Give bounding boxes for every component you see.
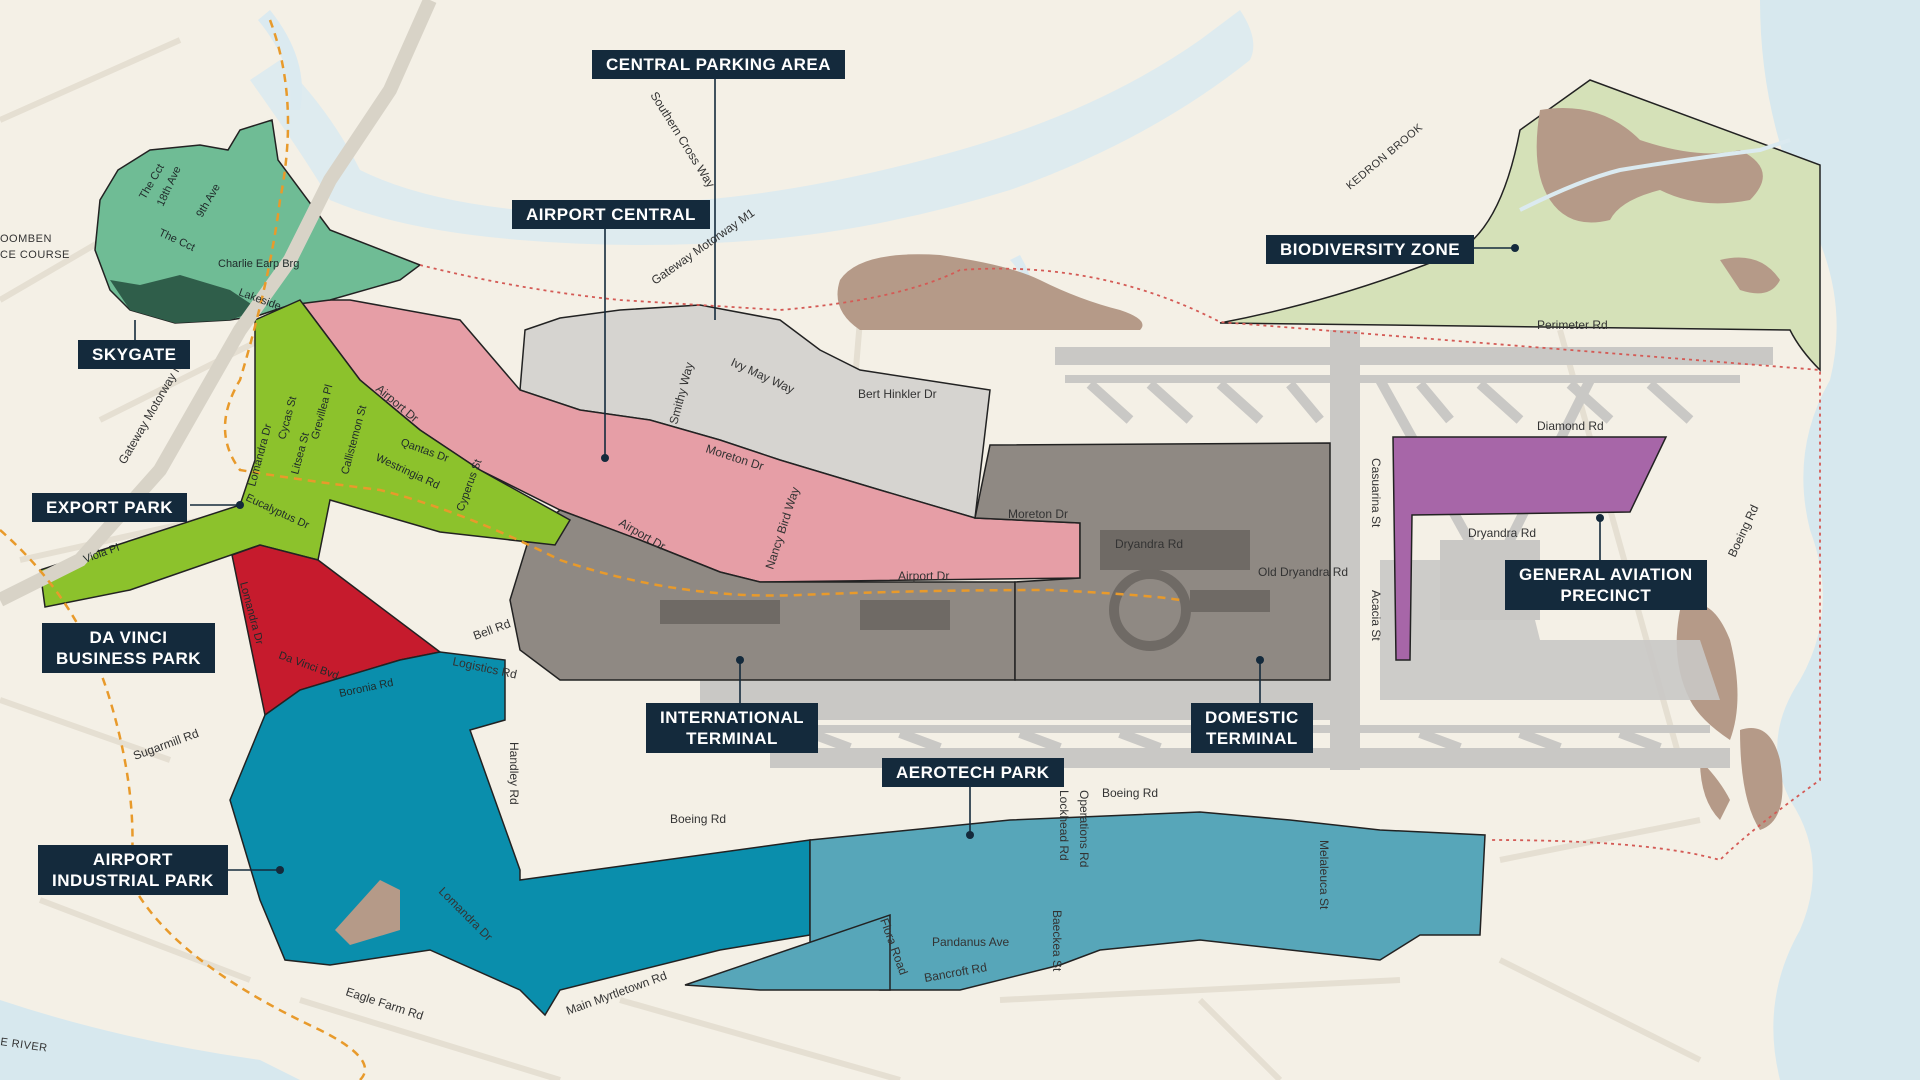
industrial-park-label-line2: INDUSTRIAL PARK xyxy=(52,871,214,890)
leader-lines xyxy=(134,75,1604,874)
skygate-label[interactable]: SKYGATE xyxy=(78,340,191,369)
aerotech-park-area[interactable] xyxy=(809,811,1486,991)
export-park-area[interactable] xyxy=(39,299,572,608)
general-aviation-precinct-area[interactable] xyxy=(1392,436,1668,661)
skygate-area[interactable] xyxy=(94,119,422,324)
aerotech-park-label-text: AEROTECH PARK xyxy=(896,763,1050,782)
biodiversity-dirt-2 xyxy=(1720,257,1780,294)
airport-industrial-park-label[interactable]: AIRPORT INDUSTRIAL PARK xyxy=(38,845,228,895)
aerotech-south-strip xyxy=(684,913,891,991)
dom-satellite xyxy=(1109,569,1191,651)
creek-left xyxy=(258,10,302,110)
aerotech-park-label[interactable]: AEROTECH PARK xyxy=(882,758,1064,787)
biodiversity-zone-label-text: BIODIVERSITY ZONE xyxy=(1280,240,1461,259)
general-aviation-label-line2: PRECINCT xyxy=(1560,586,1652,605)
label-racecourse-1: OOMBEN xyxy=(0,233,52,245)
brisbane-river xyxy=(0,1000,300,1080)
label-dryandra-rd-2: Dryandra Rd xyxy=(1468,526,1536,540)
da-vinci-business-park-label[interactable]: DA VINCI BUSINESS PARK xyxy=(42,623,216,673)
da-vinci-label-line1: DA VINCI xyxy=(89,628,168,647)
da-vinci-label-line2: BUSINESS PARK xyxy=(56,649,202,668)
label-racecourse-2: CE COURSE xyxy=(0,249,70,261)
label-perimeter-rd: Perimeter Rd xyxy=(1537,318,1608,332)
international-terminal-label[interactable]: INTERNATIONAL TERMINAL xyxy=(646,703,819,753)
label-charlie-earp-brg: Charlie Earp Brg xyxy=(218,258,299,270)
biodiversity-creek xyxy=(1519,138,1791,212)
dom-pier xyxy=(1190,590,1270,612)
label-diamond-rd: Diamond Rd xyxy=(1537,419,1604,433)
gateway-motorway xyxy=(0,0,437,607)
label-melaleuca-st: Melaleuca St xyxy=(1317,840,1331,910)
dirt-patch-north xyxy=(837,254,1143,330)
label-handley-rd: Handley Rd xyxy=(507,742,521,805)
industrial-dirt-patch xyxy=(335,880,400,945)
domestic-terminal-label-line2: TERMINAL xyxy=(1205,729,1298,748)
central-parking-area-label[interactable]: CENTRAL PARKING AREA xyxy=(592,50,846,79)
airport-central-label-text: AIRPORT CENTRAL xyxy=(526,205,696,224)
international-terminal-label-line1: INTERNATIONAL xyxy=(660,708,805,727)
moreton-bay-water xyxy=(1700,0,1920,1080)
label-boeing-rd-2: Boeing Rd xyxy=(1102,786,1158,800)
main-taxiway-north xyxy=(1065,375,1740,383)
general-aviation-precinct-label[interactable]: GENERAL AVIATION PRECINCT xyxy=(1505,560,1707,610)
dirt-patch-southeast-2 xyxy=(1700,760,1730,820)
kedron-brook xyxy=(250,10,1254,245)
export-park-label-text: EXPORT PARK xyxy=(46,498,174,517)
label-lockhead-rd: Lockhead Rd xyxy=(1057,790,1071,861)
apron-area-2 xyxy=(700,680,1330,720)
export-park-label[interactable]: EXPORT PARK xyxy=(32,493,188,522)
dom-terminal-building xyxy=(1100,530,1250,570)
skygate-label-text: SKYGATE xyxy=(92,345,177,364)
biodiversity-zone-label[interactable]: BIODIVERSITY ZONE xyxy=(1266,235,1475,264)
skygate-dark-zone xyxy=(110,275,260,323)
dirt-patch-southeast xyxy=(1740,728,1783,830)
label-casuarina-st: Casuarina St xyxy=(1369,458,1383,528)
label-baeckea-st: Baeckea St xyxy=(1050,910,1064,972)
industrial-park-label-line1: AIRPORT xyxy=(92,850,173,869)
domestic-terminal-label-line1: DOMESTIC xyxy=(1205,708,1299,727)
label-boeing-rd-1: Boeing Rd xyxy=(670,812,726,826)
label-bert-hinkler-dr: Bert Hinkler Dr xyxy=(858,387,937,401)
label-old-dryandra-rd: Old Dryandra Rd xyxy=(1258,565,1348,579)
orange-dashed-route xyxy=(223,19,1181,602)
terminal-buildings xyxy=(660,530,1270,651)
intl-terminal-building xyxy=(660,600,780,624)
label-acacia-st: Acacia St xyxy=(1369,590,1383,641)
intl-pier xyxy=(860,600,950,630)
central-parking-area-label-text: CENTRAL PARKING AREA xyxy=(606,55,832,74)
domestic-terminal-label[interactable]: DOMESTIC TERMINAL xyxy=(1191,703,1313,753)
label-pandanus-ave: Pandanus Ave xyxy=(932,935,1010,949)
background-streets xyxy=(0,37,1702,1080)
general-aviation-label-line1: GENERAL AVIATION xyxy=(1519,565,1693,584)
label-moreton-dr-2: Moreton Dr xyxy=(1008,507,1068,521)
cross-runway xyxy=(1330,330,1360,770)
label-airport-dr-3: Airport Dr xyxy=(898,569,949,583)
international-terminal-label-line2: TERMINAL xyxy=(686,729,778,748)
parallel-runway xyxy=(1055,347,1773,365)
label-operations-rd: Operations Rd xyxy=(1077,790,1091,867)
airport-boundary-dotted xyxy=(419,264,1821,862)
label-dryandra-rd-1: Dryandra Rd xyxy=(1115,537,1183,551)
airport-central-label[interactable]: AIRPORT CENTRAL xyxy=(512,200,710,229)
